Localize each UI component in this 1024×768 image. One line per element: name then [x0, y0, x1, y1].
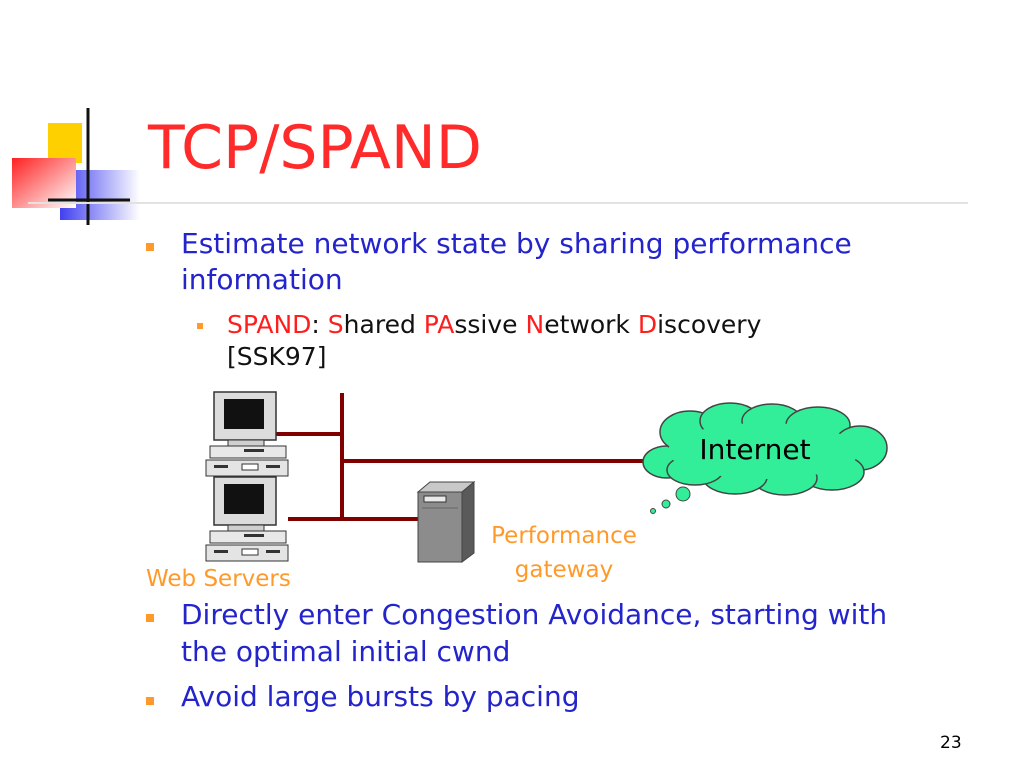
bullet-marker — [146, 697, 154, 705]
title-divider — [28, 202, 968, 204]
deco-yellow-square — [48, 123, 82, 163]
bullet-1-line-1: Estimate network state by sharing perfor… — [181, 227, 852, 260]
sub-bullet-line-2: [SSK97] — [227, 342, 327, 371]
decorative-corner-graphic — [12, 108, 140, 225]
bullet-2-line-1: Directly enter Congestion Avoidance, sta… — [181, 598, 888, 631]
bullet-3-line-1: Avoid large bursts by pacing — [181, 680, 580, 713]
bullet-marker — [146, 614, 154, 622]
page-number: 23 — [940, 733, 962, 753]
web-server-icon — [205, 476, 289, 562]
internet-cloud-icon — [642, 402, 888, 496]
gateway-label-line-2: gateway — [514, 557, 614, 583]
acronym-spand: SPAND — [227, 310, 312, 339]
web-server-icon — [205, 391, 289, 477]
thought-bubbles — [650, 486, 691, 514]
gateway-server-icon — [416, 480, 476, 563]
bullet-marker — [146, 243, 154, 251]
web-servers-label: Web Servers — [146, 566, 291, 592]
sub-bullet-marker — [197, 323, 203, 329]
bullet-1-line-2: information — [181, 263, 343, 296]
bullet-2-line-2: the optimal initial cwnd — [181, 635, 511, 668]
network-links — [275, 393, 648, 521]
sub-bullet-line-1: SPAND: Shared PAssive Network Discovery — [227, 310, 762, 339]
gateway-label-line-1: Performance — [491, 523, 637, 549]
internet-label: Internet — [699, 433, 810, 466]
slide-title: TCP/SPAND — [148, 113, 482, 183]
